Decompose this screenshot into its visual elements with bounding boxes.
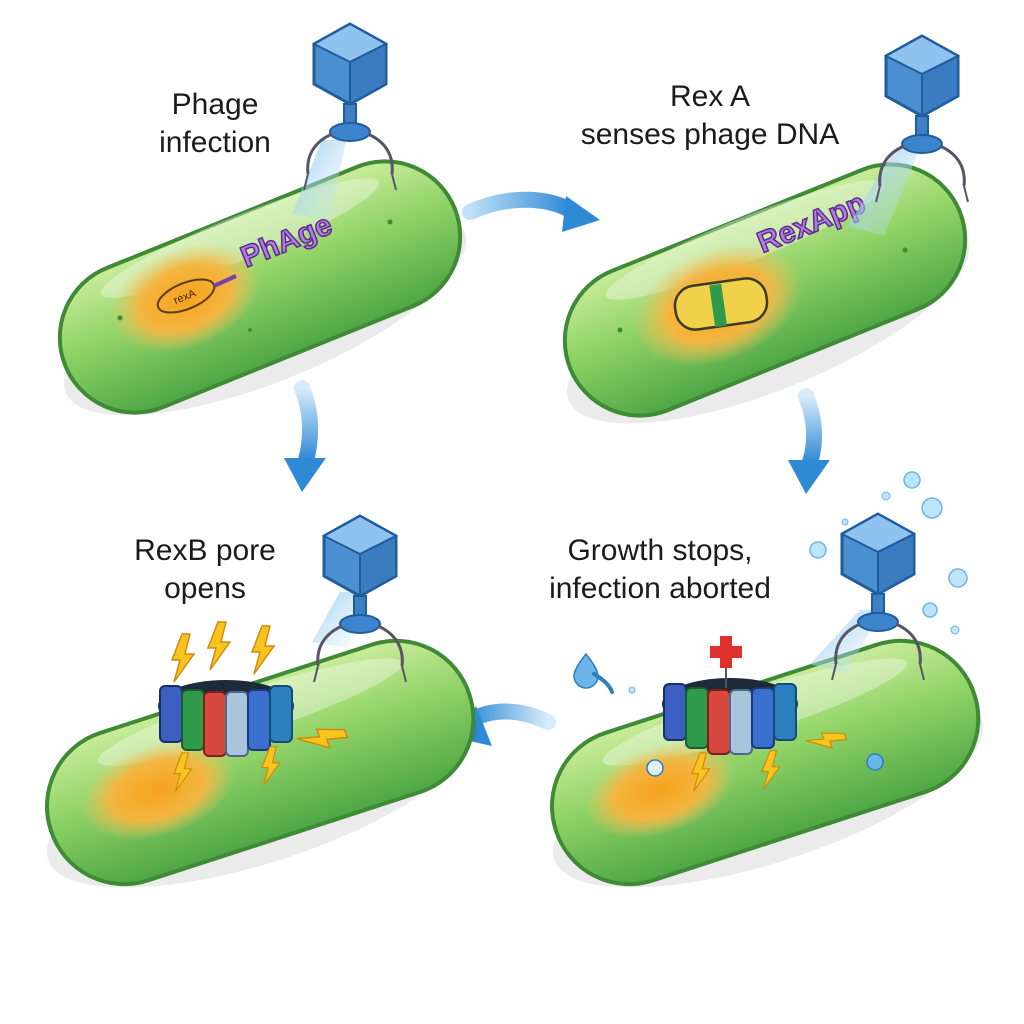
droplet-icon [866,753,884,771]
bubble [922,602,938,618]
arrowhead [562,196,600,232]
caption-line: infection [159,126,271,159]
cell-speckle [117,315,123,321]
caption-line: Rex A [669,80,751,113]
caption-rexb-pore: RexB pore opens [100,532,310,608]
nucleoid [110,243,260,353]
bubble [948,568,968,588]
bubble [809,541,827,559]
bubble [903,471,921,489]
bubble [628,686,636,694]
lightning-icon [171,633,195,683]
droplet-icon [573,653,599,689]
phage-tail-beam [848,148,920,236]
injected-dna [213,274,237,288]
cell-speckle [617,327,623,333]
panel-growth-stops [549,471,984,888]
droplet-tail [592,672,614,694]
cell-speckle [902,247,908,253]
panel-phage-infection: rexA PhAge [57,22,467,416]
caption-line: opens [164,572,246,605]
caption-line: infection aborted [549,572,771,605]
caption-line: RexB pore [134,534,276,567]
lightning-icon [251,625,275,675]
caption-line: Phage [171,88,259,121]
plus-cross-icon [710,636,742,668]
phage-tail-beam [312,592,362,648]
bubble [841,518,849,526]
panel-rexa-senses: RexApp [562,34,970,424]
curved-arrow-icon [294,380,319,468]
arrowhead [788,460,830,494]
nucleoid [80,739,236,841]
cell-speckle [387,219,393,225]
droplet-icon [646,759,664,777]
rexa-subunit [709,283,728,328]
curved-arrow-icon [462,191,578,220]
phage-tail-beam [292,140,346,220]
caption-line: senses phage DNA [580,118,840,151]
curved-arrow-icon [798,388,823,470]
bubble [950,625,960,635]
caption-rexa-senses: Rex A senses phage DNA [530,78,890,154]
bubble [881,491,891,501]
arrowhead [284,458,326,492]
panel-rexb-pore [44,514,478,888]
caption-growth-stops: Growth stops, infection aborted [510,532,810,608]
lightning-icon [207,621,231,671]
caption-line: Growth stops, [567,534,753,567]
bubble [921,497,943,519]
caption-phage-infection: Phage infection [130,86,300,162]
cell-speckle [248,328,252,332]
